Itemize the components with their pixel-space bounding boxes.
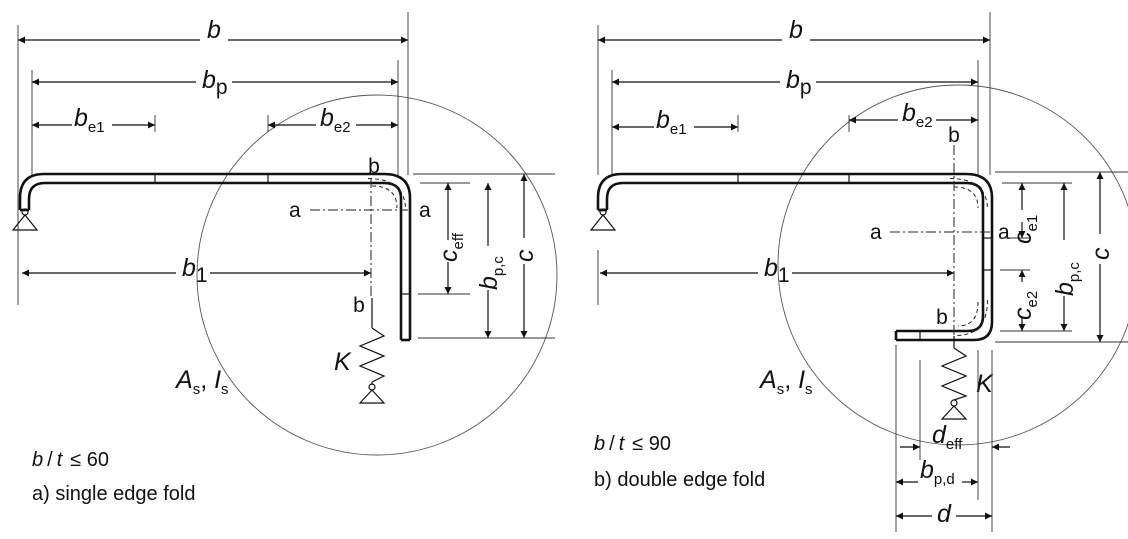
caption-double-edge-fold: b) double edge fold xyxy=(594,469,765,491)
ratio-b-over-t: b/t≤ 60 xyxy=(32,449,109,471)
spring-icon xyxy=(358,327,386,383)
label-ce2: ce2 xyxy=(1009,291,1041,320)
label-b1: b1 xyxy=(182,254,208,287)
label-bpd: bp,d xyxy=(920,456,955,488)
label-ceff: ceff xyxy=(435,232,467,262)
axis-a-left: a xyxy=(289,199,301,222)
label-bpc: bp,c xyxy=(1051,262,1083,296)
label-be1: be1 xyxy=(656,106,687,138)
effective-region-circle xyxy=(777,84,1128,446)
profile-outer-edge xyxy=(18,172,412,340)
label-c: c xyxy=(511,249,539,262)
spring-icon xyxy=(940,347,968,401)
panel-a-single-edge-fold: b bp be1 be2 b b a a xyxy=(11,12,558,505)
ratio-b-over-t: b/t≤ 90 xyxy=(594,433,671,455)
label-be2: be2 xyxy=(320,104,351,136)
corner-centerline xyxy=(371,185,398,209)
profile-inner-edge xyxy=(27,181,403,340)
label-b1: b1 xyxy=(764,254,790,287)
corner-centerline xyxy=(957,301,979,327)
label-deff: deff xyxy=(932,421,963,453)
axis-a-right: a xyxy=(419,199,431,222)
axis-b-bottom: b xyxy=(353,294,365,317)
label-bp: bp xyxy=(786,66,812,99)
spring-support-triangle xyxy=(940,405,968,420)
axis-b-bottom: b xyxy=(936,306,948,329)
axis-b-top: b xyxy=(948,124,960,147)
label-spring-k: K xyxy=(976,370,994,398)
effective-region-circle xyxy=(196,94,558,456)
profile-outer-edge xyxy=(596,172,994,342)
label-ce1: ce1 xyxy=(1009,215,1041,244)
spring-support-pin xyxy=(950,399,958,407)
axis-b-top: b xyxy=(368,155,380,178)
corner-centerline xyxy=(367,178,406,211)
label-as-is: As, Is xyxy=(758,366,813,398)
support-triangle xyxy=(589,214,617,231)
label-spring-k: K xyxy=(334,348,352,376)
label-bp: bp xyxy=(202,66,228,99)
corner-centerline xyxy=(949,178,988,211)
panel-b-double-edge-fold: b bp be1 be2 b b a a xyxy=(589,12,1128,532)
label-d: d xyxy=(937,500,952,528)
spring-support-triangle xyxy=(358,389,386,404)
profile-inner-edge xyxy=(605,181,985,333)
support-triangle xyxy=(11,214,39,231)
label-b: b xyxy=(207,16,221,44)
label-bpc: bp,c xyxy=(475,256,507,290)
label-b: b xyxy=(789,16,803,44)
corner-centerline xyxy=(953,186,979,209)
label-be2: be2 xyxy=(902,99,933,131)
label-be1: be1 xyxy=(74,104,105,136)
label-as-is: As, Is xyxy=(174,366,229,398)
axis-a-left: a xyxy=(870,221,882,244)
label-c: c xyxy=(1087,247,1115,260)
caption-single-edge-fold: a) single edge fold xyxy=(32,483,195,505)
corner-centerline xyxy=(955,299,988,336)
